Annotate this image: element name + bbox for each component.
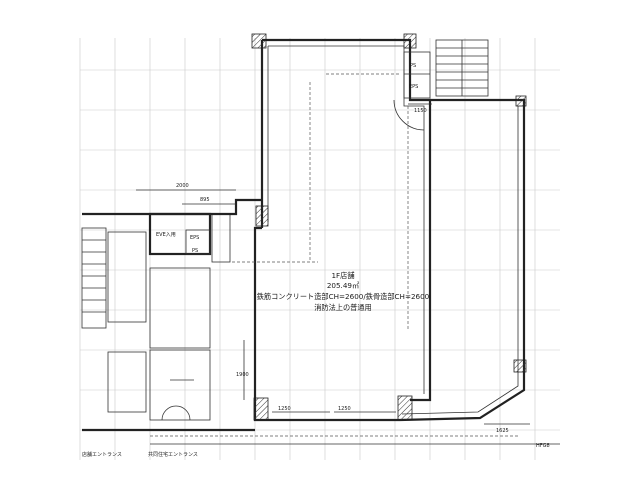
door-swing-top	[393, 99, 425, 131]
shop-entrance-label: 店舗エントランス	[82, 451, 122, 458]
structural-columns	[251, 33, 527, 421]
dimensions: 2000 895 1150 1900 1250 1250 1625	[136, 103, 530, 434]
ev-hall-label: EVE入用	[156, 232, 176, 238]
ps-mid-label: PS	[192, 248, 198, 254]
law-line: 消防法上の普通用	[314, 303, 372, 312]
store-label-block: 1F店舗 205.49㎡ 鉄筋コンクリート造部CH=2600/鉄骨造部CH=26…	[257, 271, 430, 312]
column-bottom-left	[253, 397, 269, 421]
stair-top-right	[435, 39, 489, 97]
grid-lines	[79, 38, 560, 460]
column-right-bottom	[513, 359, 527, 373]
dim-1250-b: 1250	[338, 406, 351, 412]
hfg-label: HFG8	[536, 443, 550, 449]
column-right-top	[515, 95, 527, 107]
stair-left	[81, 227, 147, 413]
column-mid-left	[255, 205, 269, 227]
residence-entrance-label: 共同住宅エントランス	[148, 451, 198, 458]
left-core: EPS PS EVE入用	[148, 212, 231, 421]
dim-1625: 1625	[496, 428, 509, 434]
eps-top-label: PS	[410, 63, 416, 69]
store-area: 205.49㎡	[327, 281, 359, 290]
dim-2000: 2000	[176, 183, 189, 189]
dim-1150: 1150	[414, 108, 427, 114]
dim-1250-a: 1250	[278, 406, 291, 412]
structure-line: 鉄筋コンクリート造部CH=2600/鉄骨造部CH=2600	[257, 292, 430, 301]
column-bottom-mid	[397, 395, 413, 421]
ps-top-label: EPS	[409, 84, 418, 90]
store-outline	[253, 38, 526, 422]
eps-mid-label: EPS	[190, 235, 199, 241]
column-top-right	[403, 33, 417, 49]
eps-ps-top-block: PS EPS	[403, 51, 431, 99]
dashed-lines	[232, 73, 409, 330]
column-top-left	[251, 33, 267, 49]
store-title: 1F店舗	[331, 271, 354, 280]
dim-1900: 1900	[236, 372, 249, 378]
dim-895: 895	[200, 197, 210, 203]
left-outer-wall	[82, 198, 262, 216]
